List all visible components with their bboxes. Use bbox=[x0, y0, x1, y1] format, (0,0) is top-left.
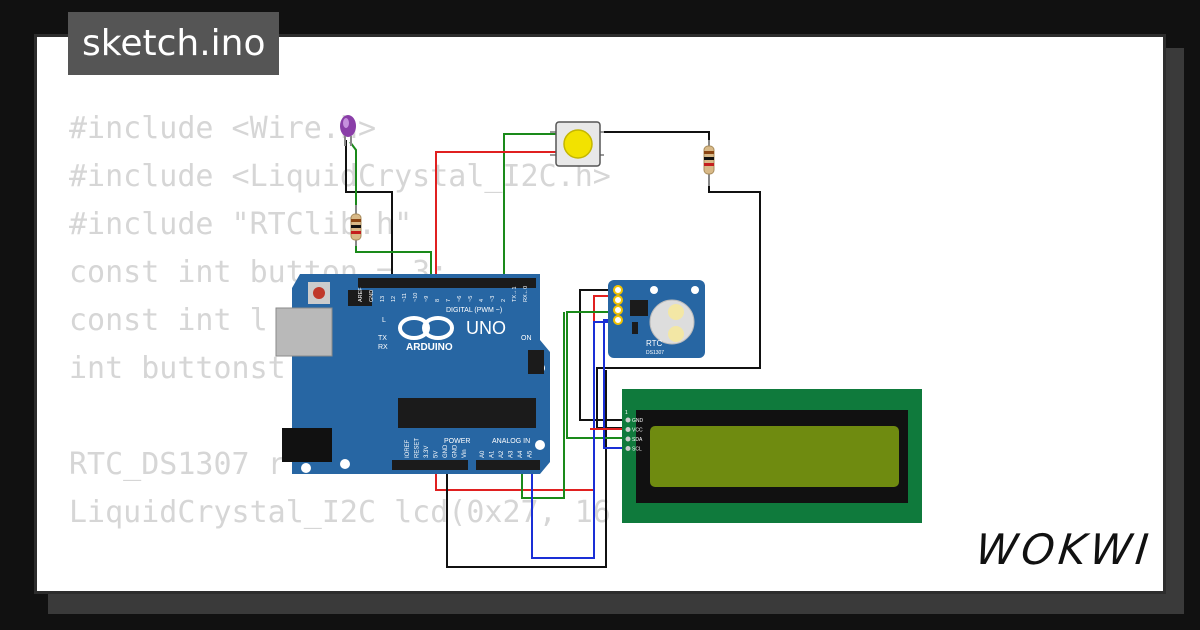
lcd-pin-label: SDA bbox=[632, 437, 643, 443]
power-pin-label: Vin bbox=[462, 449, 468, 458]
sketch-title: sketch.ino bbox=[68, 12, 280, 75]
lcd-pin[interactable] bbox=[625, 427, 631, 432]
digital-pin-label: AREF bbox=[358, 287, 364, 302]
wire-led-resistor bbox=[355, 246, 432, 288]
lcd-pin-one: 1 bbox=[625, 410, 628, 416]
led[interactable] bbox=[340, 115, 356, 146]
rx-label: RX bbox=[378, 344, 388, 351]
code-line: #include "RTClib.h" bbox=[69, 207, 413, 242]
analog-pin-label: A5 bbox=[528, 450, 534, 458]
lcd-display[interactable]: 1 GND VCC SDA SCL bbox=[622, 389, 922, 523]
wire-5v bbox=[435, 151, 613, 491]
arduino-uno[interactable]: UNO ARDUINO DIGITAL (PWM ~) POWER ANALOG… bbox=[275, 274, 550, 474]
digital-pin-label: TX→1 bbox=[512, 286, 518, 302]
analog-pin-label: A2 bbox=[499, 450, 505, 458]
l-label: L bbox=[382, 317, 386, 324]
lcd-pin-label: SCL bbox=[632, 447, 642, 453]
digital-pin-label: GND bbox=[369, 290, 375, 302]
wokwi-logo: WOKWI bbox=[973, 525, 1155, 574]
lcd-pin[interactable] bbox=[625, 417, 631, 423]
analog-header bbox=[476, 460, 540, 470]
analog-label: ANALOG IN bbox=[492, 438, 530, 445]
digital-pin-label: 2 bbox=[501, 299, 507, 302]
digital-pin-label: 12 bbox=[391, 296, 397, 302]
digital-pin-label: ~9 bbox=[424, 296, 430, 302]
digital-pin-label: ~11 bbox=[402, 293, 408, 302]
code-line: RTC_DS1307 r bbox=[69, 447, 286, 482]
lcd-pin[interactable] bbox=[625, 436, 631, 442]
digital-pin-label: 4 bbox=[479, 299, 485, 302]
wire-sda-a4 bbox=[521, 312, 565, 499]
rtc-model: DS1307 bbox=[646, 350, 664, 356]
atmega-chip bbox=[398, 398, 536, 428]
board-maker: ARDUINO bbox=[406, 342, 453, 353]
resistor-led[interactable] bbox=[350, 205, 362, 246]
power-pin-label: GND bbox=[443, 444, 449, 458]
code-line: LiquidCrystal_I2C lcd(0x27, 16 bbox=[69, 495, 611, 530]
board-name: UNO bbox=[466, 318, 506, 338]
lcd-pin-labels: GND VCC SDA SCL bbox=[625, 417, 644, 453]
wire-sda bbox=[566, 311, 626, 439]
rtc-chip bbox=[630, 300, 648, 316]
arduino-logo bbox=[398, 316, 454, 340]
wire-gnd-loop bbox=[446, 370, 607, 568]
wires bbox=[345, 131, 761, 568]
lcd-pin-label: GND bbox=[632, 418, 644, 424]
rtc-module[interactable]: RTC DS1307 bbox=[608, 280, 705, 358]
digital-pin-label: 8 bbox=[435, 299, 441, 302]
digital-pin-label: 13 bbox=[380, 296, 386, 302]
digital-header bbox=[358, 278, 536, 288]
digital-label: DIGITAL (PWM ~) bbox=[446, 307, 502, 314]
rtc-label: RTC bbox=[646, 339, 663, 348]
push-button[interactable] bbox=[550, 121, 604, 167]
tx-label: TX bbox=[378, 335, 387, 342]
power-header bbox=[392, 460, 468, 470]
icsp-header bbox=[348, 290, 544, 374]
digital-pin-label: ~10 bbox=[413, 293, 419, 302]
lcd-pin[interactable] bbox=[625, 446, 631, 451]
code-line: int buttonst bbox=[69, 351, 286, 386]
code-line: #include <LiquidCrystal_I2C.h> bbox=[69, 159, 611, 194]
wire-scl-a5 bbox=[531, 321, 612, 559]
analog-pin-label: A1 bbox=[490, 450, 496, 458]
resistor-button[interactable] bbox=[703, 140, 715, 186]
analog-pin-label: A4 bbox=[518, 450, 524, 458]
lcd-pin-label: VCC bbox=[632, 428, 643, 434]
digital-pin-labels: AREF GND 13 12 ~11 ~10 ~9 8 7 ~6 ~5 4 ~3 2 TX→1 RX←0 bbox=[358, 286, 529, 302]
wire-button-pin bbox=[503, 133, 558, 288]
digital-pin-label: ~5 bbox=[468, 296, 474, 302]
on-label: ON bbox=[521, 335, 532, 342]
digital-pin-label: ~6 bbox=[457, 296, 463, 302]
power-label: POWER bbox=[444, 438, 470, 445]
analog-pin-label: A3 bbox=[509, 450, 515, 458]
power-pin-label: GND bbox=[453, 444, 459, 458]
power-pin-label: 5V bbox=[434, 451, 440, 458]
analog-pin-label: A0 bbox=[480, 450, 486, 458]
power-pin-label: IOREF bbox=[405, 439, 411, 458]
wire-led-gnd bbox=[345, 140, 393, 288]
power-pin-label: RESET bbox=[415, 438, 421, 458]
wire-led-anode bbox=[349, 141, 357, 205]
digital-pin-label: ~3 bbox=[490, 296, 496, 302]
code-line: const int l bbox=[69, 303, 268, 338]
digital-pin-label: RX←0 bbox=[523, 286, 529, 302]
wire-button-resistor bbox=[600, 131, 710, 145]
digital-pin-label: 7 bbox=[446, 299, 452, 302]
power-pin-label: 3.3V bbox=[424, 446, 430, 458]
